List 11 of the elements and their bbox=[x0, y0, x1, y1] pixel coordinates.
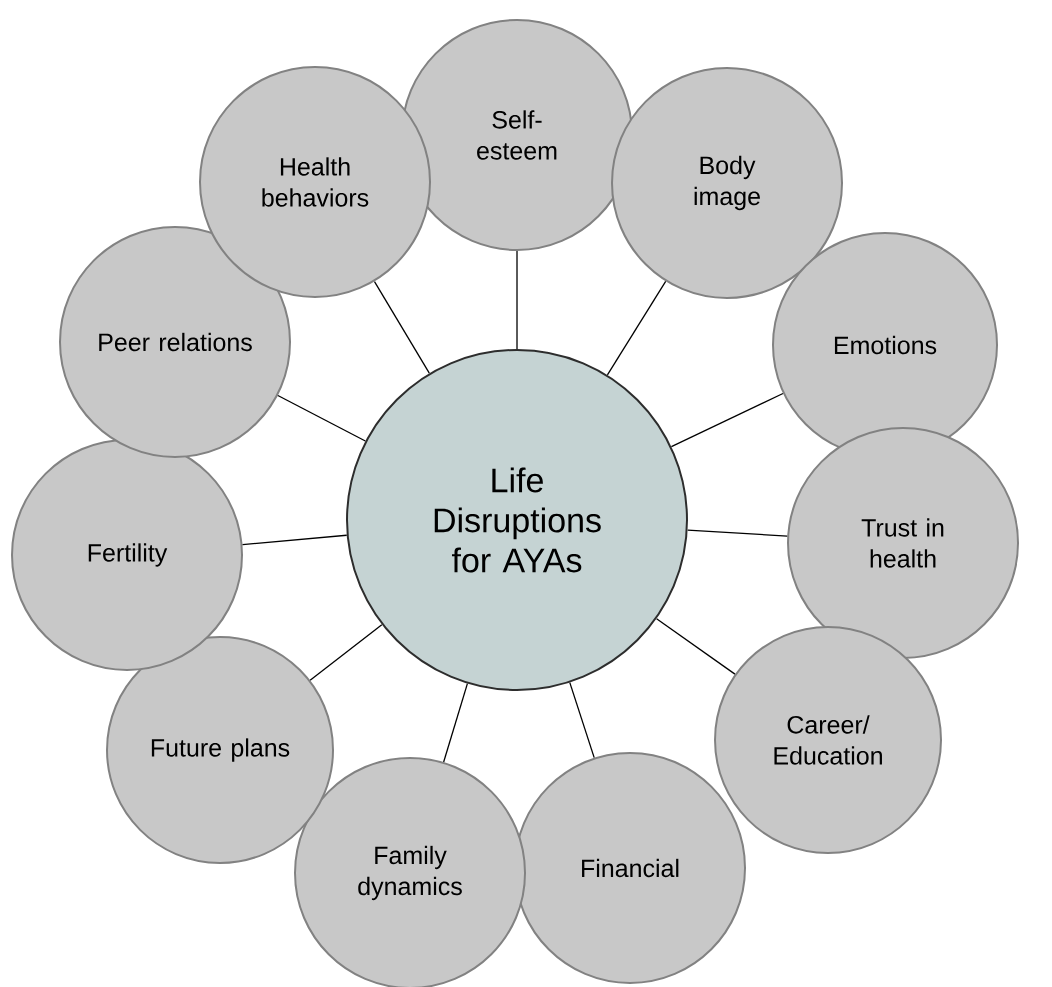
connector-line bbox=[569, 681, 595, 759]
connector-line bbox=[516, 250, 518, 350]
connector-line bbox=[443, 683, 469, 763]
connector-line bbox=[655, 618, 736, 675]
connector-line bbox=[309, 624, 383, 681]
connector-line bbox=[277, 394, 366, 442]
connector-line bbox=[373, 280, 430, 374]
connector-line bbox=[241, 534, 348, 546]
connector-line bbox=[670, 392, 784, 448]
connector-line bbox=[687, 529, 788, 537]
connector-line bbox=[606, 280, 667, 376]
